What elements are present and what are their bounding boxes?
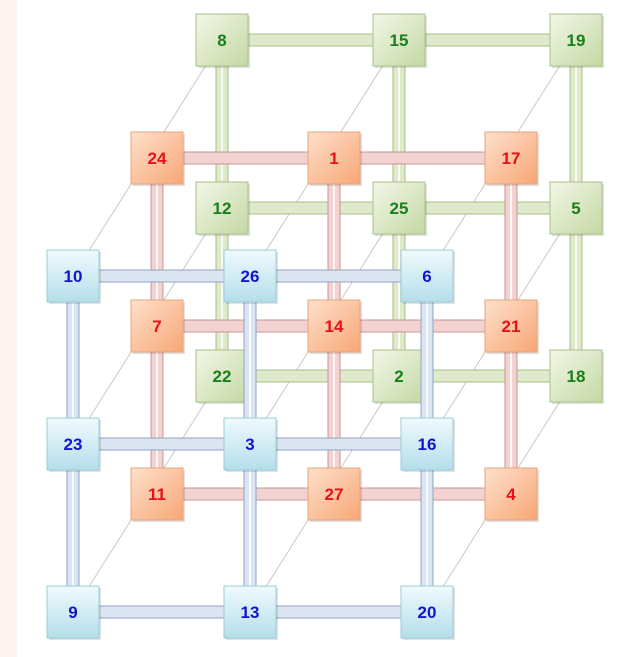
cube-node: 3 xyxy=(223,417,278,472)
node-number: 27 xyxy=(325,485,344,504)
node-box xyxy=(307,299,361,353)
cube-node: 23 xyxy=(46,417,101,472)
node-box xyxy=(549,349,603,403)
node-number: 8 xyxy=(217,31,226,50)
node-number: 10 xyxy=(64,267,83,286)
node-number: 13 xyxy=(241,603,260,622)
node-box xyxy=(223,417,277,471)
node-number: 6 xyxy=(422,267,431,286)
node-box xyxy=(372,13,426,67)
node-box xyxy=(484,299,538,353)
cube-node: 15 xyxy=(372,13,427,68)
node-number: 11 xyxy=(148,485,166,504)
node-box xyxy=(400,585,454,639)
cube-node: 20 xyxy=(400,585,455,640)
node-number: 9 xyxy=(68,603,77,622)
node-box xyxy=(484,131,538,185)
node-box xyxy=(223,249,277,303)
node-number: 20 xyxy=(418,603,437,622)
node-number: 4 xyxy=(506,485,516,504)
cube-node: 16 xyxy=(400,417,455,472)
cube-node: 12 xyxy=(195,181,250,236)
cube-node: 18 xyxy=(549,349,604,404)
cube-node: 21 xyxy=(484,299,539,354)
left-margin-strip xyxy=(0,0,17,657)
cube-node: 27 xyxy=(307,467,362,522)
node-number: 18 xyxy=(567,367,586,386)
cube-node: 4 xyxy=(484,467,539,522)
node-number: 17 xyxy=(502,149,521,168)
node-box xyxy=(130,467,184,521)
node-box xyxy=(549,181,603,235)
node-box xyxy=(372,181,426,235)
cube-node: 17 xyxy=(484,131,539,186)
node-box xyxy=(400,249,454,303)
node-number: 21 xyxy=(502,317,521,336)
node-box xyxy=(223,585,277,639)
node-number: 15 xyxy=(390,31,409,50)
node-box xyxy=(195,181,249,235)
cube-node: 2 xyxy=(372,349,427,404)
node-number: 2 xyxy=(394,367,403,386)
node-number: 22 xyxy=(213,367,232,386)
node-box xyxy=(195,13,249,67)
layer-front: 10 26 6 23 3 16 9 13 20 xyxy=(46,249,455,640)
node-number: 19 xyxy=(567,31,586,50)
cube-node: 7 xyxy=(130,299,185,354)
node-number: 23 xyxy=(64,435,83,454)
node-number: 12 xyxy=(213,199,232,218)
cube-node: 10 xyxy=(46,249,101,304)
cube-node: 22 xyxy=(195,349,250,404)
cube-node: 6 xyxy=(400,249,455,304)
cube-node: 24 xyxy=(130,131,185,186)
cube-node: 5 xyxy=(549,181,604,236)
node-number: 3 xyxy=(245,435,254,454)
node-box xyxy=(46,585,100,639)
node-box xyxy=(46,417,100,471)
cube-node: 25 xyxy=(372,181,427,236)
node-number: 7 xyxy=(152,317,161,336)
node-number: 24 xyxy=(148,149,167,168)
node-box xyxy=(307,131,361,185)
node-box xyxy=(549,13,603,67)
node-number: 16 xyxy=(418,435,437,454)
node-box xyxy=(130,299,184,353)
node-box xyxy=(307,467,361,521)
node-number: 1 xyxy=(329,149,338,168)
node-number: 26 xyxy=(241,267,260,286)
node-box xyxy=(484,467,538,521)
cube-node: 1 xyxy=(307,131,362,186)
cube-node: 14 xyxy=(307,299,362,354)
cube-node: 26 xyxy=(223,249,278,304)
cube-node: 8 xyxy=(195,13,250,68)
node-box xyxy=(130,131,184,185)
layer-middle: 24 1 17 7 14 21 11 27 4 xyxy=(130,131,539,522)
node-number: 5 xyxy=(571,199,580,218)
node-box xyxy=(372,349,426,403)
node-box xyxy=(46,249,100,303)
cube-node: 19 xyxy=(549,13,604,68)
cube-node: 13 xyxy=(223,585,278,640)
cube-node: 11 xyxy=(130,467,185,522)
node-number: 25 xyxy=(390,199,409,218)
node-box xyxy=(400,417,454,471)
node-number: 14 xyxy=(325,317,344,336)
cube-node: 9 xyxy=(46,585,101,640)
